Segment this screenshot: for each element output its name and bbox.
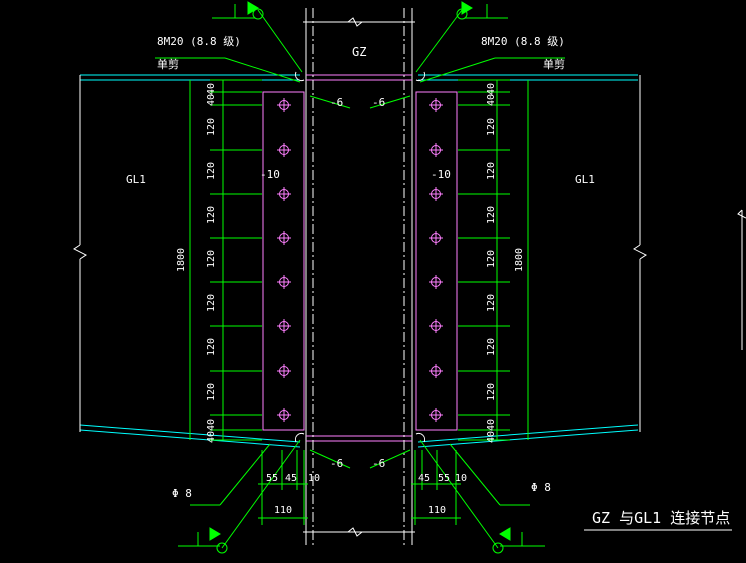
dimension-text: 120: [206, 383, 217, 401]
break-lines: [73, 75, 746, 432]
column-gz: [303, 8, 415, 545]
weld-symbol-bottom-left: [178, 527, 228, 554]
bolt: [429, 231, 443, 245]
bolt: [277, 187, 291, 201]
bolt: [277, 275, 291, 289]
dimension-text: 120: [486, 294, 497, 312]
plate-right: [415, 91, 458, 431]
bolt: [429, 319, 443, 333]
bolt-group-left: [277, 98, 291, 422]
stiffener-top-right: -6: [372, 96, 385, 109]
stiffener-bottom-right: -6: [372, 457, 385, 470]
bolt: [277, 98, 291, 112]
dimension-text: 120: [486, 250, 497, 268]
bolt: [277, 408, 291, 422]
column-label: GZ: [352, 45, 366, 59]
dimension-text: 120: [486, 383, 497, 401]
weld-label-left: Φ 8: [172, 487, 192, 500]
bolt: [277, 231, 291, 245]
dimension-text: 120: [206, 338, 217, 356]
dimension-text: 40: [486, 94, 497, 106]
dimension-text: 120: [486, 118, 497, 136]
weld-symbol-top-right: [456, 1, 508, 20]
bolt-group-right: [429, 98, 443, 422]
bottom-dimension-lines: [258, 450, 461, 525]
stiffener-top-left: -6: [330, 96, 343, 109]
plate-label-left: -10: [260, 168, 280, 181]
bolt: [429, 408, 443, 422]
dimension-text: 40: [206, 431, 217, 443]
bottom-dim-right-0: 45: [418, 473, 430, 484]
bolt: [429, 275, 443, 289]
plate-label-right: -10: [431, 168, 451, 181]
weld-symbol-top-left: [212, 1, 264, 20]
dimension-ticks: [210, 79, 510, 441]
bolt: [429, 187, 443, 201]
stiffener-bottom-left: -6: [330, 457, 343, 470]
dimension-lines: [189, 80, 529, 440]
dimension-text: 40: [486, 83, 497, 95]
beam-label-left: GL1: [126, 173, 146, 186]
bottom-total-left: 110: [274, 505, 292, 516]
leader-lines: [155, 9, 565, 549]
beam-height-right: 1800: [514, 248, 525, 272]
bolt: [429, 143, 443, 157]
dimension-text: 120: [486, 338, 497, 356]
bolt-note-left: 单剪: [157, 57, 179, 71]
bottom-dim-left-2: 10: [308, 473, 320, 484]
dimension-text: 40: [206, 419, 217, 431]
dimension-text: 40: [486, 419, 497, 431]
drawing-title: GZ 与GL1 连接节点: [592, 509, 730, 527]
dimension-text: 120: [206, 250, 217, 268]
beam-label-right: GL1: [575, 173, 595, 186]
dimension-text: 120: [206, 118, 217, 136]
dimension-text: 120: [206, 294, 217, 312]
beam-height-left: 1800: [176, 248, 187, 272]
bolt: [429, 98, 443, 112]
bottom-dim-right-1: 55: [438, 473, 450, 484]
dimension-text: 40: [486, 431, 497, 443]
weld-label-right: Φ 8: [531, 481, 551, 494]
dimension-text: 40: [206, 94, 217, 106]
bottom-total-right: 110: [428, 505, 446, 516]
plate-left: [262, 91, 305, 431]
dimension-text: 40: [206, 83, 217, 95]
bottom-dim-right-2: 10: [455, 473, 467, 484]
bottom-dim-left-0: 55: [266, 473, 278, 484]
bottom-dim-left-1: 45: [285, 473, 297, 484]
dimension-text: 120: [486, 162, 497, 180]
bolt-spec-right: 8M20 (8.8 级): [481, 35, 565, 48]
bolt-note-right: 单剪: [543, 57, 565, 71]
bolt: [429, 364, 443, 378]
weld-symbol-bottom-right: [492, 527, 545, 554]
dimension-text: 120: [486, 206, 497, 224]
dimension-text: 120: [206, 206, 217, 224]
dimension-text: 120: [206, 162, 217, 180]
weld-arcs: [294, 71, 426, 443]
bolt-spec-left: 8M20 (8.8 级): [157, 35, 241, 48]
bolt: [277, 364, 291, 378]
bolt: [277, 319, 291, 333]
bolt: [277, 143, 291, 157]
